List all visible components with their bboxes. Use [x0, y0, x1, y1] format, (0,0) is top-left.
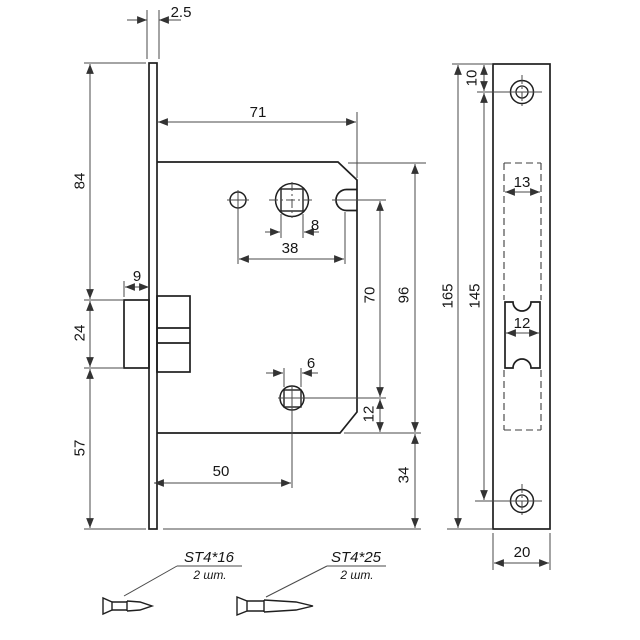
- dim-top-to-screw: 10: [464, 70, 481, 87]
- dim-latch-width: 12: [514, 315, 531, 332]
- dim-hole-to-body-bottom: 12: [361, 406, 378, 423]
- top-screw-hole: [477, 75, 542, 109]
- faceplate-side: [148, 62, 158, 530]
- dim-body-to-plate-bottom: 34: [396, 467, 413, 484]
- dim-backset: 50: [213, 463, 230, 480]
- latch-tail-block: [156, 295, 191, 373]
- dim-body-width: 71: [250, 104, 267, 121]
- dim-latch-protrusion: 9: [133, 268, 141, 285]
- dim-plate-width: 20: [514, 544, 531, 561]
- dim-latch-height: 24: [72, 325, 89, 342]
- hidden-body-cutout: [503, 162, 542, 431]
- faceplate-front: [492, 63, 551, 530]
- screw2-label: ST4*25: [331, 549, 382, 566]
- screw2-qty: 2 шт.: [339, 568, 373, 582]
- lock-body-outline: [157, 161, 358, 434]
- screws-detail: ST4*16 2 шт. ST4*25 2 шт.: [102, 549, 386, 617]
- latch-bolt-front: [504, 301, 541, 369]
- bottom-screw-hole: [475, 484, 542, 518]
- dim-faceplate-thickness: 2.5: [171, 4, 192, 21]
- dim-cutout-width: 13: [514, 174, 531, 191]
- side-dimension-lines: [86, 16, 419, 528]
- screw1-label: ST4*16: [184, 549, 235, 566]
- front-dimension-lines: [454, 65, 549, 567]
- side-view: 2.5 84 24 57 9 71 8 38 70 96 6 12 50 34: [72, 4, 426, 530]
- dim-body-height: 96: [396, 287, 413, 304]
- dim-hole-span: 38: [282, 240, 299, 257]
- dim-plate-length: 165: [440, 283, 457, 308]
- dim-screw-spacing: 145: [467, 283, 484, 308]
- dim-lower-square: 6: [307, 355, 315, 372]
- dim-spindle-to-lower-hole: 70: [362, 287, 379, 304]
- latch-bolt-head: [123, 299, 150, 369]
- front-extension-lines: [447, 63, 551, 570]
- screw-st4x16: [102, 596, 155, 616]
- screw1-qty: 2 шт.: [192, 568, 226, 582]
- screw2-leader: [265, 565, 328, 598]
- screw1-leader: [123, 565, 178, 597]
- screw-st4x25: [236, 595, 314, 617]
- dim-latch-to-bottom: 57: [72, 440, 89, 457]
- dim-spindle-square: 8: [311, 217, 319, 234]
- dim-top-to-latch: 84: [72, 173, 89, 190]
- front-view: 10 165 145 13 12 20: [440, 63, 551, 570]
